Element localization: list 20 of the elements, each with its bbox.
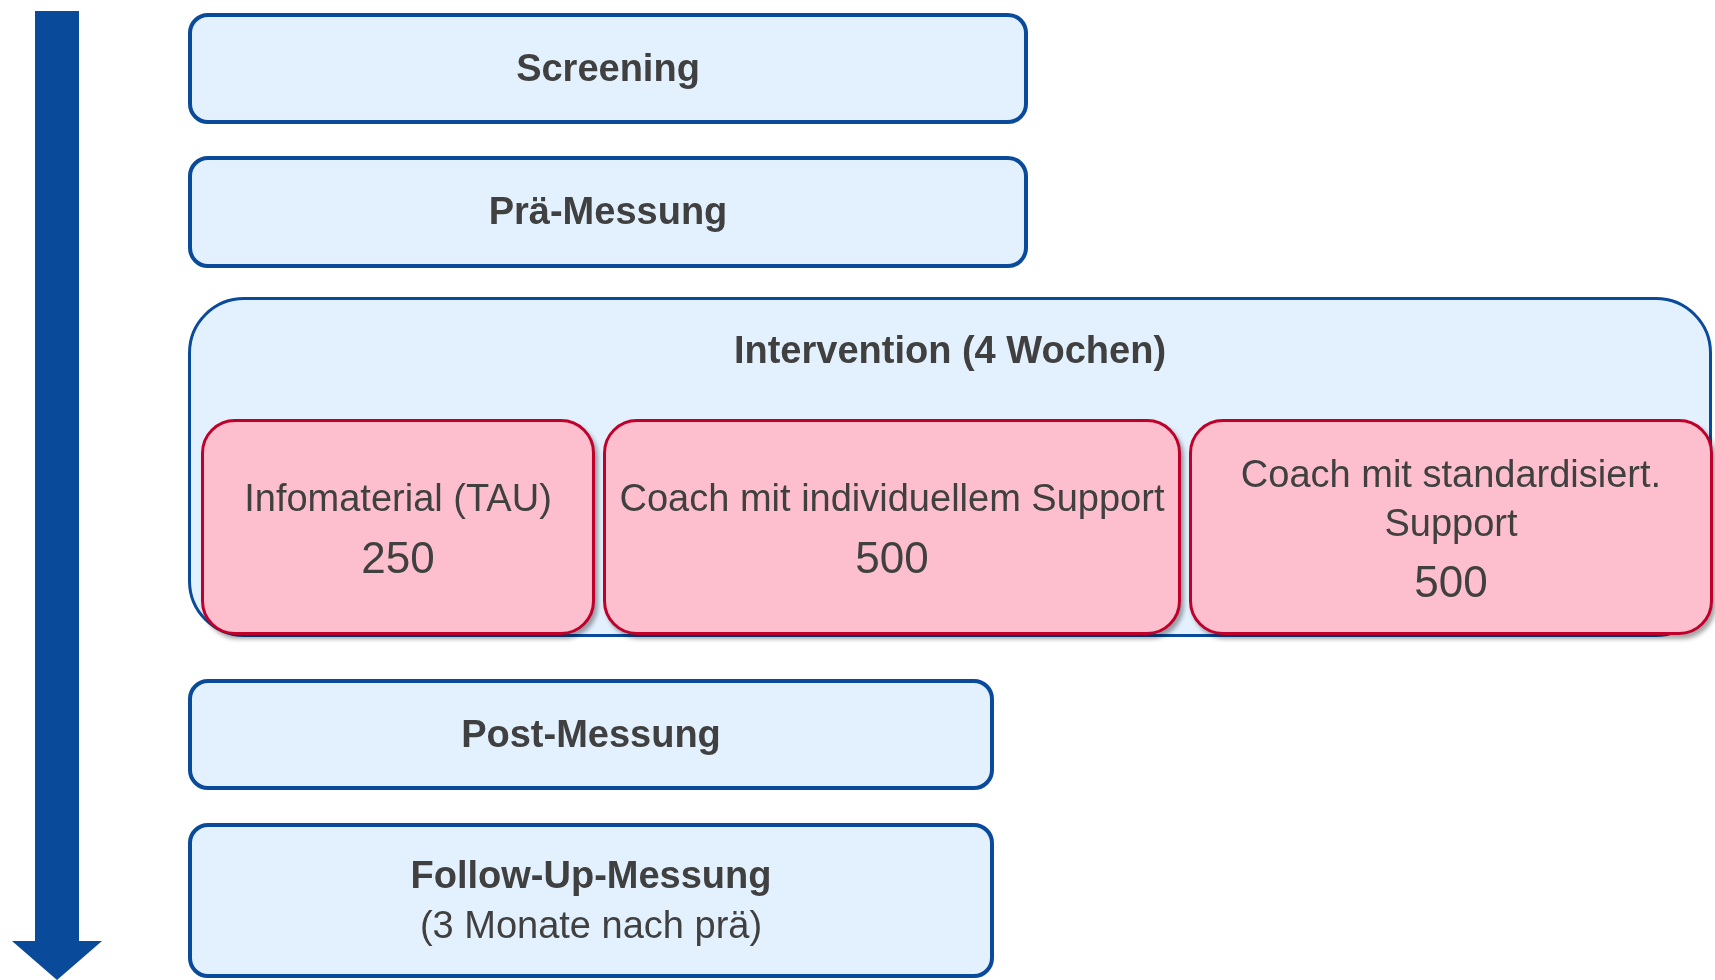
arm-label: Coach mit individuellem Support xyxy=(619,476,1165,522)
phase-title: Prä-Messung xyxy=(488,189,728,235)
participant-count: 250 xyxy=(361,535,435,580)
arm-label: Coach mit standardisiert. Support xyxy=(1239,451,1663,546)
phase-title: Post-Messung xyxy=(461,711,721,757)
participant-count: 500 xyxy=(855,535,929,580)
phase-box xyxy=(188,823,994,978)
arm-box xyxy=(1189,419,1713,635)
phase-box xyxy=(188,13,1028,124)
phase-note: (3 Monate nach prä) xyxy=(419,902,763,948)
participant-count: 500 xyxy=(1414,560,1488,605)
phase-box xyxy=(188,679,994,790)
phase-box xyxy=(188,156,1028,268)
phase-title: Follow-Up-Messung xyxy=(410,853,772,899)
arm-box xyxy=(201,419,595,635)
group-box xyxy=(188,297,1712,637)
phase-title: Screening xyxy=(516,45,700,91)
arm-label: Infomaterial (TAU) xyxy=(244,476,552,522)
arm-box xyxy=(603,419,1181,635)
group-title: Intervention (4 Wochen) xyxy=(732,328,1168,373)
